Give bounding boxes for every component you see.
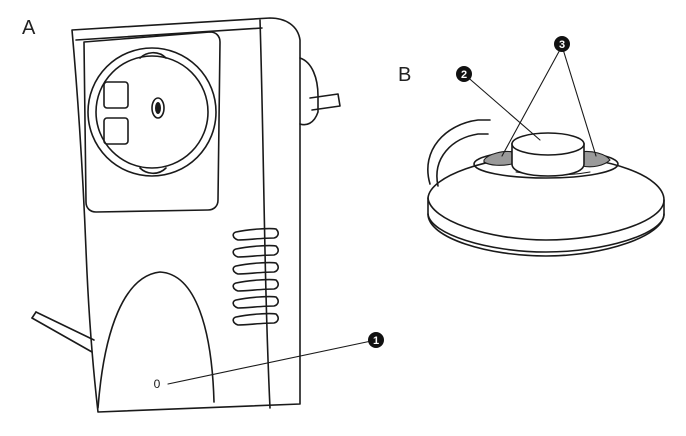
indicator-mark: 0 xyxy=(154,377,161,391)
switch-push-button xyxy=(511,132,585,177)
callout-2-leader xyxy=(463,73,541,141)
vent-slot xyxy=(232,278,279,292)
vent-slot xyxy=(232,261,279,275)
plug-pin xyxy=(299,57,341,126)
socket-adapter-illustration: 0 xyxy=(31,17,341,413)
switch-cable xyxy=(427,119,491,185)
callout-1-number: 1 xyxy=(373,335,379,347)
ventilation-slots xyxy=(232,227,279,326)
callout-3-badge: 3 xyxy=(554,36,570,52)
callout-3-leader-left xyxy=(501,45,563,157)
callout-1-badge: 1 xyxy=(368,332,384,348)
indicator-strip-right xyxy=(579,150,611,168)
callout-3-leader-right xyxy=(561,45,597,157)
earth-clip-top xyxy=(139,51,167,59)
panel-label-a: A xyxy=(22,17,36,39)
adapter-housing xyxy=(71,17,301,413)
callout-2-number: 2 xyxy=(461,69,467,81)
socket-face xyxy=(83,31,221,213)
vent-slot xyxy=(232,295,279,309)
callout-2-badge: 2 xyxy=(456,66,472,82)
socket-hole-upper xyxy=(103,81,129,109)
callout-leaders xyxy=(167,45,597,385)
vent-slot xyxy=(232,227,279,241)
panel-label-b: B xyxy=(398,64,411,86)
adapter-cable xyxy=(31,311,95,353)
indicator-strip-left xyxy=(483,150,513,166)
adapter-lower-panel xyxy=(97,271,215,409)
callout-1-leader xyxy=(167,339,377,385)
socket-centre-hole xyxy=(151,97,165,119)
vent-slot xyxy=(232,244,279,258)
callout-3-number: 3 xyxy=(559,39,565,51)
vent-slot xyxy=(232,312,279,326)
earth-clip-bottom xyxy=(139,167,167,175)
socket-hole-lower xyxy=(103,117,129,145)
foot-switch-illustration xyxy=(427,119,665,257)
